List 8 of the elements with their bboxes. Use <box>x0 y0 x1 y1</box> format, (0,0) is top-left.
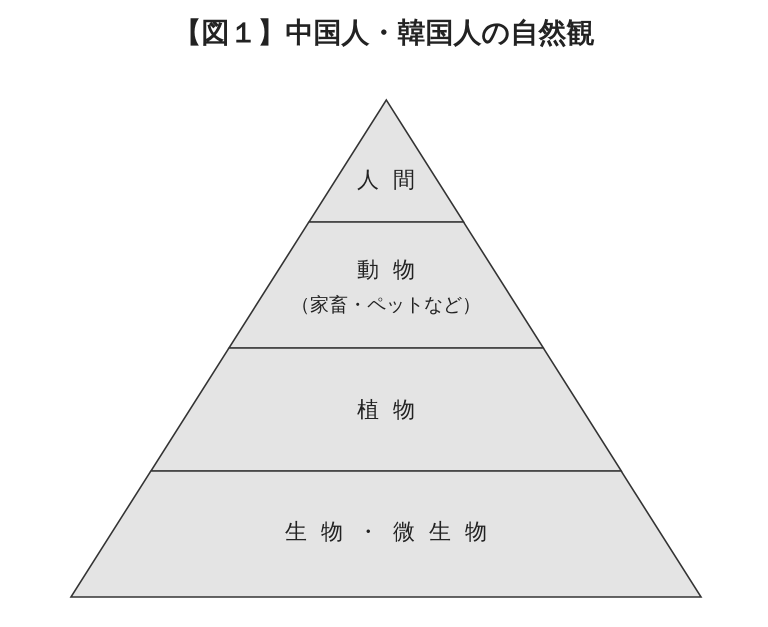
pyramid-tier <box>150 348 622 471</box>
tier-note: （家畜・ペットなど） <box>290 293 481 318</box>
tier-label: 生物・微生物 <box>285 519 501 547</box>
tier-label: 動物 <box>356 257 429 285</box>
tier-label: 植物 <box>356 397 429 425</box>
pyramid-tier <box>71 471 701 597</box>
tier-label: 人間 <box>356 167 429 195</box>
title: 【図１】中国人・韓国人の自然観 <box>172 15 596 51</box>
